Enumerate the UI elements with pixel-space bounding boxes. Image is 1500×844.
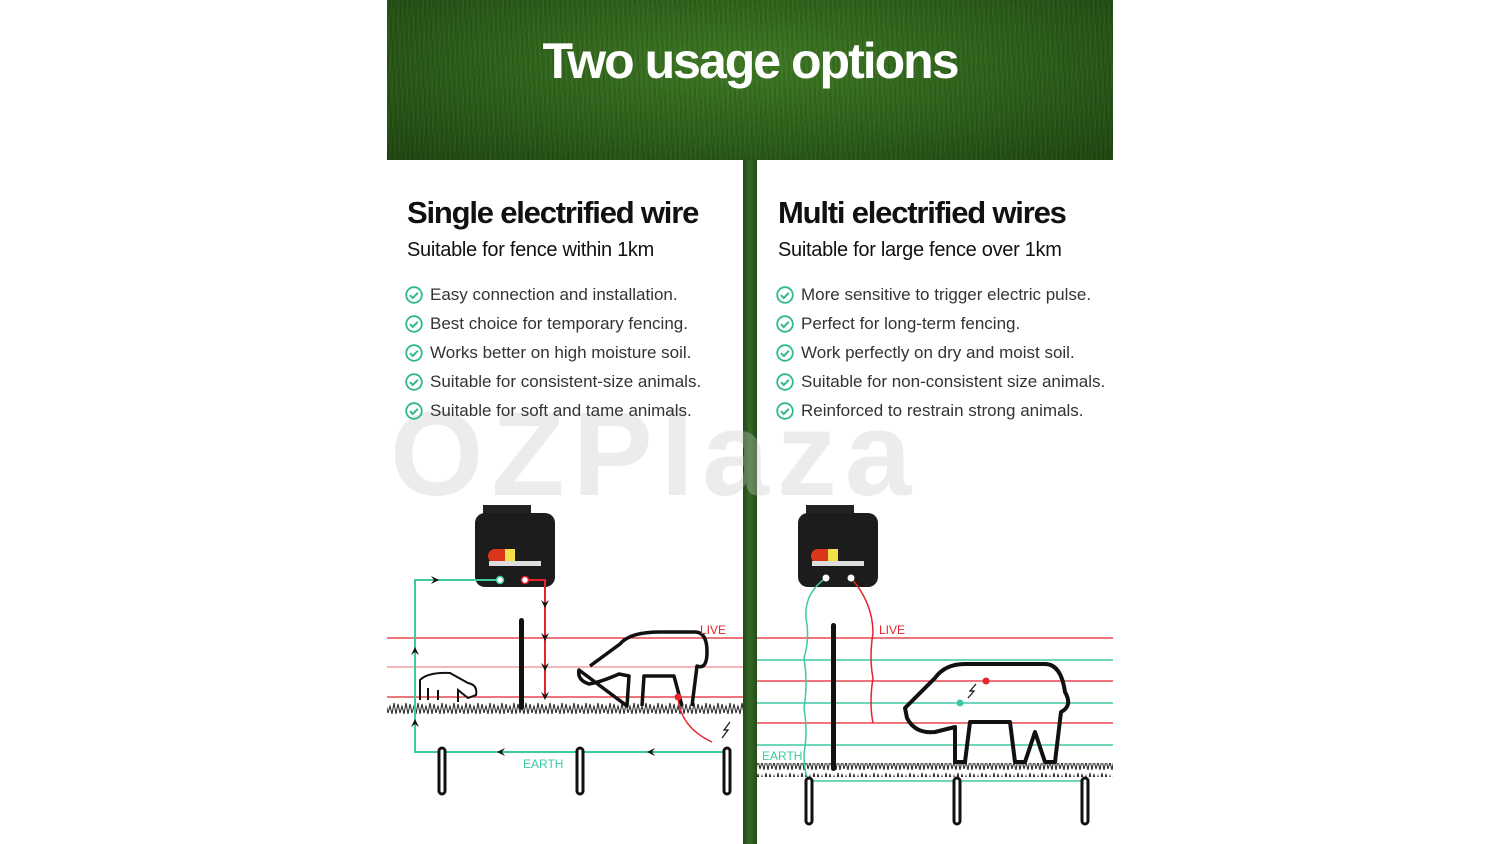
multi-wire-panel: Multi electrified wires Suitable for lar…	[776, 195, 1118, 425]
earth-wire	[414, 579, 727, 753]
live-label: LIVE	[879, 623, 905, 637]
single-wire-panel: Single electrified wire Suitable for fen…	[405, 195, 747, 425]
check-circle-icon	[405, 372, 423, 391]
feature-item: Reinforced to restrain strong animals.	[776, 396, 1118, 425]
page-title: Two usage options	[542, 33, 959, 89]
panel-subtitle: Suitable for fence within 1km	[407, 239, 654, 261]
cow-icon	[576, 630, 709, 708]
feature-item: Perfect for long-term fencing.	[776, 309, 1118, 338]
live-label: LIVE	[700, 623, 726, 637]
cow-icon	[903, 662, 1071, 764]
feature-item: Suitable for consistent-size animals.	[405, 367, 747, 396]
feature-list: More sensitive to trigger electric pulse…	[776, 280, 1118, 425]
feature-item: Best choice for temporary fencing.	[405, 309, 747, 338]
header-banner: Two usage options	[387, 0, 1113, 160]
check-circle-icon	[405, 314, 423, 333]
feature-item: Suitable for non-consistent size animals…	[776, 367, 1118, 396]
single-wire-diagram: LIVE EARTH	[387, 505, 743, 796]
check-circle-icon	[776, 343, 794, 362]
live-lead	[525, 579, 546, 697]
feature-item: Works better on high moisture soil.	[405, 338, 747, 367]
check-circle-icon	[405, 285, 423, 304]
lightning-icon	[721, 721, 731, 739]
check-circle-icon	[405, 401, 423, 420]
feature-item: Work perfectly on dry and moist soil.	[776, 338, 1118, 367]
feature-item: More sensitive to trigger electric pulse…	[776, 280, 1118, 309]
earth-label: EARTH	[762, 749, 802, 763]
energizer-device	[798, 505, 878, 587]
lightning-icon	[967, 683, 977, 699]
check-circle-icon	[776, 372, 794, 391]
check-circle-icon	[776, 285, 794, 304]
grass-line	[387, 700, 743, 714]
check-circle-icon	[776, 314, 794, 333]
panel-title: Multi electrified wires	[778, 195, 1067, 230]
earth-label: EARTH	[523, 757, 563, 771]
feature-item: Suitable for soft and tame animals.	[405, 396, 747, 425]
check-circle-icon	[776, 401, 794, 420]
panel-subtitle: Suitable for large fence over 1km	[778, 239, 1062, 261]
feature-list: Easy connection and installation. Best c…	[405, 280, 747, 425]
check-circle-icon	[405, 343, 423, 362]
panel-divider	[743, 160, 757, 844]
fence-post	[519, 618, 524, 710]
small-cow-icon	[419, 671, 478, 702]
multi-wire-diagram: LIVE EARTH	[757, 505, 1113, 826]
energizer-device	[475, 505, 555, 587]
panel-title: Single electrified wire	[407, 195, 699, 230]
feature-item: Easy connection and installation.	[405, 280, 747, 309]
